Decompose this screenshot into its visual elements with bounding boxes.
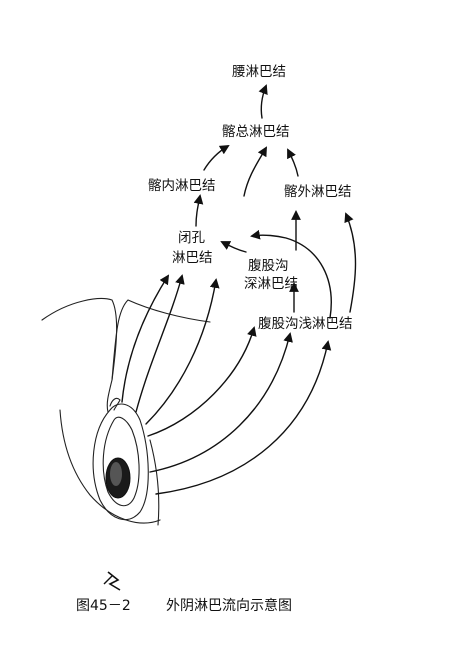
- node-labels: 腰淋巴结 髂总淋巴结 髂内淋巴结 髂外淋巴结 闭孔 淋巴结 腹股沟 深淋巴结 腹…: [148, 64, 353, 332]
- arrow-vulva-to-superficial-2: [149, 332, 293, 473]
- node-superficial-inguinal: 腹股沟浅淋巴结: [258, 315, 353, 332]
- node-lumbar: 腰淋巴结: [232, 64, 286, 80]
- figure-number: 图45－2: [76, 598, 131, 614]
- arrow-loop-to-common-iliac: [243, 146, 267, 197]
- small-mark: [103, 571, 121, 591]
- arrow-superficial-to-deep-inguinal-arched: [250, 229, 332, 319]
- node-deep-inguinal-line1: 腹股沟: [248, 257, 289, 274]
- arrow-vulva-to-obturator-1: [121, 274, 170, 403]
- node-obturator-line1: 闭孔: [178, 230, 205, 246]
- vulva-illustration: [41, 298, 211, 526]
- arrow-deep-inguinal-to-obturator: [220, 241, 247, 253]
- arrow-vulva-to-obturator-2: [135, 274, 185, 413]
- node-external-iliac: 髂外淋巴结: [284, 183, 352, 200]
- arrow-vulva-to-obturator-3: [145, 278, 220, 425]
- node-common-iliac: 髂总淋巴结: [222, 123, 290, 140]
- node-obturator-line2: 淋巴结: [172, 250, 213, 266]
- arrow-external-iliac-to-common-iliac: [287, 148, 299, 177]
- arrow-common-iliac-to-lumbar: [258, 84, 268, 119]
- figure-title: 外阴淋巴流向示意图: [166, 597, 292, 614]
- arrow-internal-iliac-to-common-iliac: [203, 144, 230, 171]
- flow-arrows: [121, 84, 357, 495]
- arrow-obturator-to-internal-iliac: [193, 194, 204, 227]
- arrow-vulva-to-superficial-1: [147, 326, 257, 437]
- arrow-vulva-to-superficial-3: [155, 340, 332, 495]
- node-internal-iliac: 髂内淋巴结: [148, 177, 216, 194]
- arrow-superficial-to-external-iliac: [344, 212, 357, 313]
- node-deep-inguinal-line2: 深淋巴结: [244, 276, 298, 292]
